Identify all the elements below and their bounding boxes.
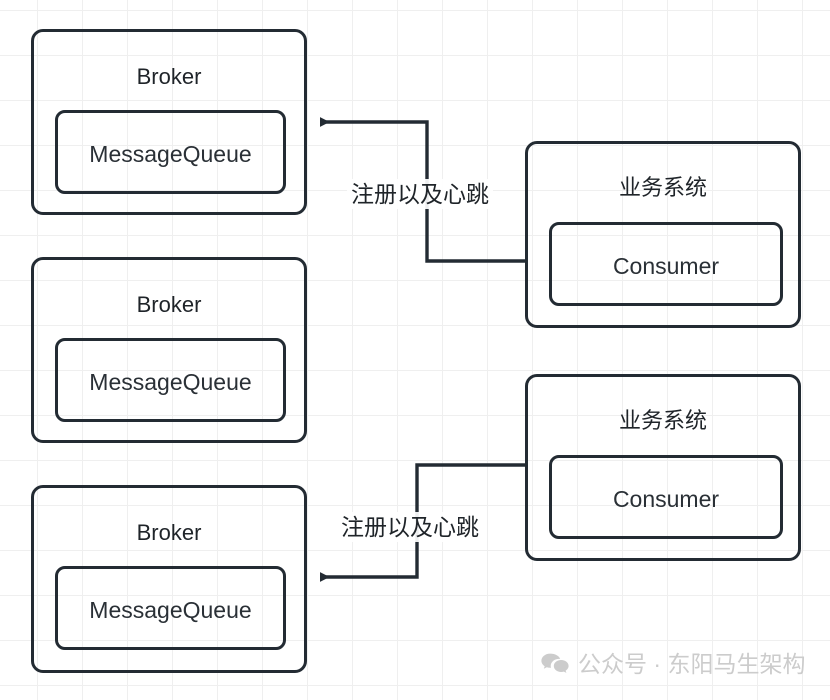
node-business-system-1-consumer-label: Consumer [612, 253, 720, 279]
node-broker-3[interactable]: Broker MessageQueue [31, 485, 307, 673]
edge-label-register-heartbeat-2: 注册以及心跳 [337, 512, 483, 542]
node-business-system-2-consumer[interactable]: Consumer [549, 455, 783, 539]
node-broker-3-messagequeue[interactable]: MessageQueue [55, 566, 286, 650]
node-broker-3-messagequeue-label: MessageQueue [89, 597, 252, 623]
watermark-text: 公众号 · 东阳马生架构 [578, 651, 806, 677]
node-business-system-2[interactable]: 业务系统 Consumer [525, 374, 801, 561]
node-broker-2-messagequeue[interactable]: MessageQueue [55, 338, 286, 422]
node-broker-1-messagequeue[interactable]: MessageQueue [55, 110, 286, 194]
node-broker-1[interactable]: Broker MessageQueue [31, 29, 307, 215]
node-broker-2-messagequeue-label: MessageQueue [89, 369, 252, 395]
node-broker-2-title: Broker [136, 292, 202, 317]
node-business-system-1-title: 业务系统 [618, 175, 707, 200]
node-business-system-1[interactable]: 业务系统 Consumer [525, 141, 801, 328]
wechat-icon [541, 653, 569, 675]
node-business-system-2-consumer-label: Consumer [612, 486, 720, 512]
node-business-system-1-consumer[interactable]: Consumer [549, 222, 783, 306]
edge-label-register-heartbeat-1: 注册以及心跳 [347, 179, 493, 209]
watermark: 公众号 · 东阳马生架构 [541, 650, 805, 678]
node-broker-1-title: Broker [136, 64, 202, 89]
node-broker-2[interactable]: Broker MessageQueue [31, 257, 307, 443]
node-broker-1-messagequeue-label: MessageQueue [89, 141, 252, 167]
node-broker-3-title: Broker [136, 520, 202, 545]
node-business-system-2-title: 业务系统 [618, 408, 707, 433]
